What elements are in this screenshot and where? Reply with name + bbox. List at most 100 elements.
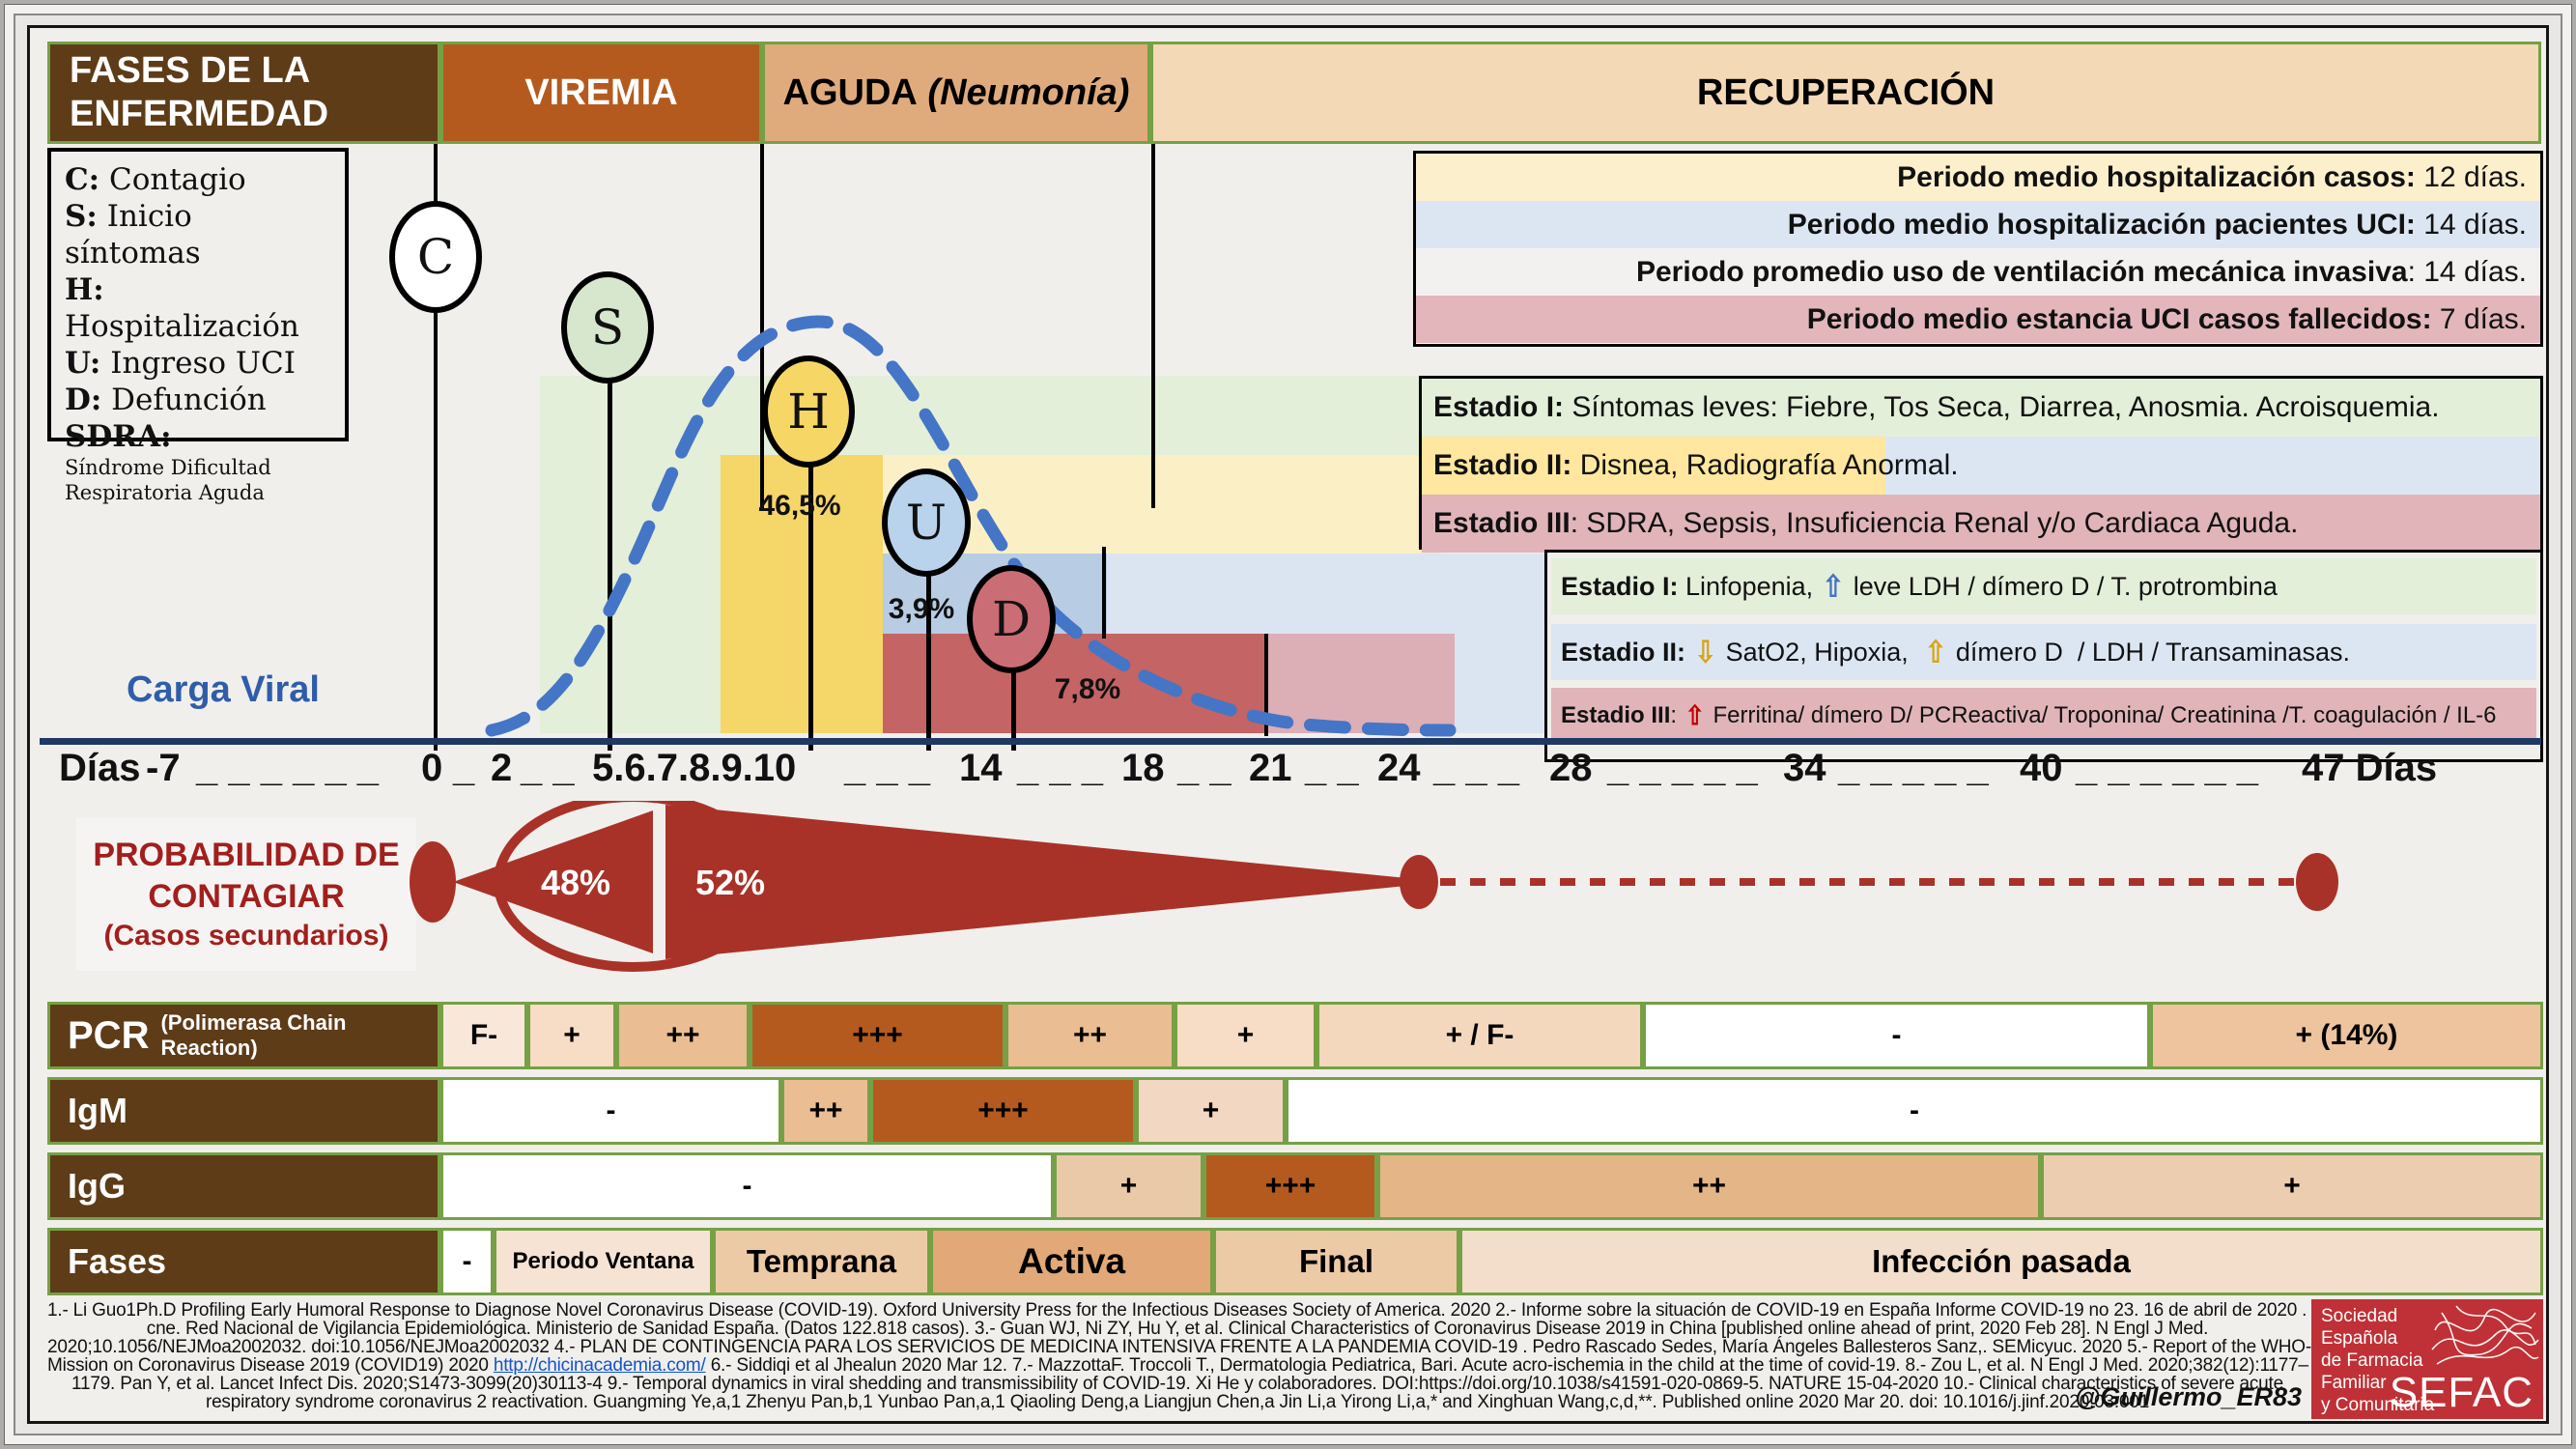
axis-tick: _ _ xyxy=(1305,747,1359,789)
row-pcr-cell: +++ xyxy=(750,1002,1005,1069)
periodo-row: Periodo promedio uso de ventilación mecá… xyxy=(1416,248,2540,296)
footer-reference-link[interactable]: http://chicinacademia.com/ xyxy=(493,1355,706,1376)
marker-hospitalizacion-letter: H xyxy=(787,384,830,440)
row-pcr-cell: ++ xyxy=(1005,1002,1175,1069)
row-label-text: IgM xyxy=(68,1091,127,1130)
axis-tick: _ _ _ xyxy=(1017,747,1103,789)
row-label-text: Fases xyxy=(68,1241,167,1281)
header-fases: FASES DE LA ENFERMEDAD xyxy=(47,42,440,144)
row-igm: IgM-++++++- xyxy=(47,1077,2543,1145)
periodo-row-value: 14 días. xyxy=(2415,208,2527,241)
row-pcr-cell: + / F- xyxy=(1316,1002,1643,1069)
line-day0 xyxy=(434,144,438,751)
footer-line: respiratory syndrome coronavirus 2 react… xyxy=(205,1392,2150,1412)
header-fases-line1: FASES DE LA xyxy=(70,50,311,91)
axis-tick: 28 xyxy=(1549,747,1593,789)
row-pcr-label: PCR(Polimerasa Chain Reaction) xyxy=(47,1002,440,1069)
lab-row-text: Ferritina/ dímero D/ PCReactiva/ Troponi… xyxy=(1706,702,2497,728)
marker-contagio-letter: C xyxy=(416,229,455,285)
pct-defuncion: 7,8% xyxy=(1054,673,1121,705)
legend-item-key: U: xyxy=(65,346,101,381)
author-handle: @Guillermo_ER83 xyxy=(2075,1382,2302,1411)
contagio-pct-left: 48% xyxy=(541,863,610,902)
periodo-row-label: Periodo medio hospitalización casos: xyxy=(1897,160,2416,193)
axis-tick: 5.6.7.8.9.10 xyxy=(592,747,797,789)
row-fases-cell: Periodo Ventana xyxy=(494,1228,713,1295)
marker-contagio: C xyxy=(389,201,482,313)
carga-viral-curve xyxy=(485,315,1457,737)
row-pcr: PCR(Polimerasa Chain Reaction)F-++++++++… xyxy=(47,1002,2543,1069)
axis-tick: 47 Días xyxy=(2302,747,2438,789)
axis-tick: 24 xyxy=(1377,747,1421,789)
lab-row-text: dímero D / LDH / Transaminasas. xyxy=(1948,637,2351,667)
content-area: FASES DE LA ENFERMEDAD VIREMIA AGUDA (Ne… xyxy=(27,25,2549,1424)
stick-u xyxy=(926,571,931,751)
row-pcr-cell: + xyxy=(1175,1002,1316,1069)
axis-tick: 18 xyxy=(1121,747,1165,789)
row-igg-cell: + xyxy=(1054,1152,1203,1220)
row-label-subtext: (Polimerasa Chain Reaction) xyxy=(160,1010,347,1060)
lab-row-text: SatO2, Hipoxia, xyxy=(1718,637,1923,667)
row-igg-cell: + xyxy=(2041,1152,2543,1220)
estadios-sintomas-box: Estadio I: Síntomas leves: Fiebre, Tos S… xyxy=(1419,376,2543,553)
legend-item: U: Ingreso UCI xyxy=(65,345,331,382)
header-fases-line2: ENFERMEDAD xyxy=(70,94,329,134)
periodo-row-label: Periodo promedio uso de ventilación mecá… xyxy=(1635,255,2408,288)
row-igm-cell: +++ xyxy=(870,1077,1136,1145)
footer-line: Mission on Coronavirus Disease 2019 (COV… xyxy=(47,1355,2308,1376)
periodo-row-value: 12 días. xyxy=(2415,160,2527,193)
lab-row-text xyxy=(1685,638,1693,668)
row-pcr-cell: + (14%) xyxy=(2150,1002,2543,1069)
header-aguda-sublabel: (Neumonía) xyxy=(917,71,1130,113)
estadio-row-text: : SDRA, Sepsis, Insuficiencia Renal y/o … xyxy=(1570,507,2299,539)
pct-hospitalizacion: 46,5% xyxy=(758,490,841,522)
axis-tick: _ _ _ _ _ xyxy=(1607,747,1758,789)
axis-tick: 40 xyxy=(2020,747,2063,789)
pct-uci: 3,9% xyxy=(888,593,955,625)
axis-tick: _ _ xyxy=(1177,747,1231,789)
legend-item-key: C: xyxy=(65,162,100,197)
legend-item: H: Hospitalización xyxy=(65,271,331,345)
row-igg-cell: +++ xyxy=(1203,1152,1377,1220)
legend-item-value: Inicio síntomas xyxy=(65,199,201,270)
row-igg-cell: - xyxy=(440,1152,1054,1220)
legend-item: S: Inicio síntomas xyxy=(65,198,331,271)
legend-item-key: D: xyxy=(65,383,102,417)
estadio-row: Estadio II: Disnea, Radiografía Anormal. xyxy=(1422,437,2540,495)
legend-sdra-sub2: Respiratoria Aguda xyxy=(65,481,265,504)
axis-tick: 14 xyxy=(959,747,1003,789)
legend-item: C: Contagio xyxy=(65,161,331,198)
legend-item-key: S: xyxy=(65,199,98,234)
sefac-org-line: Española xyxy=(2321,1328,2398,1349)
row-igm-label: IgM xyxy=(47,1077,440,1145)
day-axis: Días-7_ _ _ _ _ _0_2_ _5.6.7.8.9.10_ _ _… xyxy=(30,747,2546,797)
axis-tick: _ _ xyxy=(521,747,575,789)
marker-defuncion: D xyxy=(967,565,1056,673)
line-short-2 xyxy=(1264,634,1268,736)
row-igm-cell: - xyxy=(1286,1077,2543,1145)
stick-s xyxy=(608,378,612,751)
row-fases-cell: Final xyxy=(1213,1228,1459,1295)
axis-tick: 0 xyxy=(421,747,443,789)
axis-tick: -7 xyxy=(146,747,181,789)
region-defuncion-red xyxy=(856,634,1266,733)
contagio-title-1: PROBABILIDAD DE xyxy=(93,837,400,873)
region-hospitalizacion-yellow xyxy=(721,455,883,733)
region-defuncion-pink xyxy=(1266,634,1455,733)
legend-item-value: Hospitalización xyxy=(65,309,299,344)
row-fases-cell: Infección pasada xyxy=(1459,1228,2543,1295)
estadio-row-label: Estadio III xyxy=(1433,507,1571,539)
axis-tick: _ _ _ _ _ xyxy=(1838,747,1989,789)
footer-references: 1.- Li Guo1Ph.D Profiling Early Humoral … xyxy=(47,1301,2407,1412)
header-aguda: AGUDA (Neumonía) xyxy=(762,42,1150,144)
header-recuperacion: RECUPERACIÓN xyxy=(1150,42,2541,144)
row-pcr-cell: F- xyxy=(440,1002,527,1069)
lab-row: Estadio III: ⇧ Ferritina/ dímero D/ PCRe… xyxy=(1551,688,2536,744)
estadio-row-label: Estadio II: xyxy=(1433,449,1572,481)
periodo-row: Periodo medio estancia UCI casos falleci… xyxy=(1416,296,2540,343)
footer-line4-post: 6.- Siddiqi et al Jhealun 2020 Mar 12. 7… xyxy=(705,1355,2308,1376)
